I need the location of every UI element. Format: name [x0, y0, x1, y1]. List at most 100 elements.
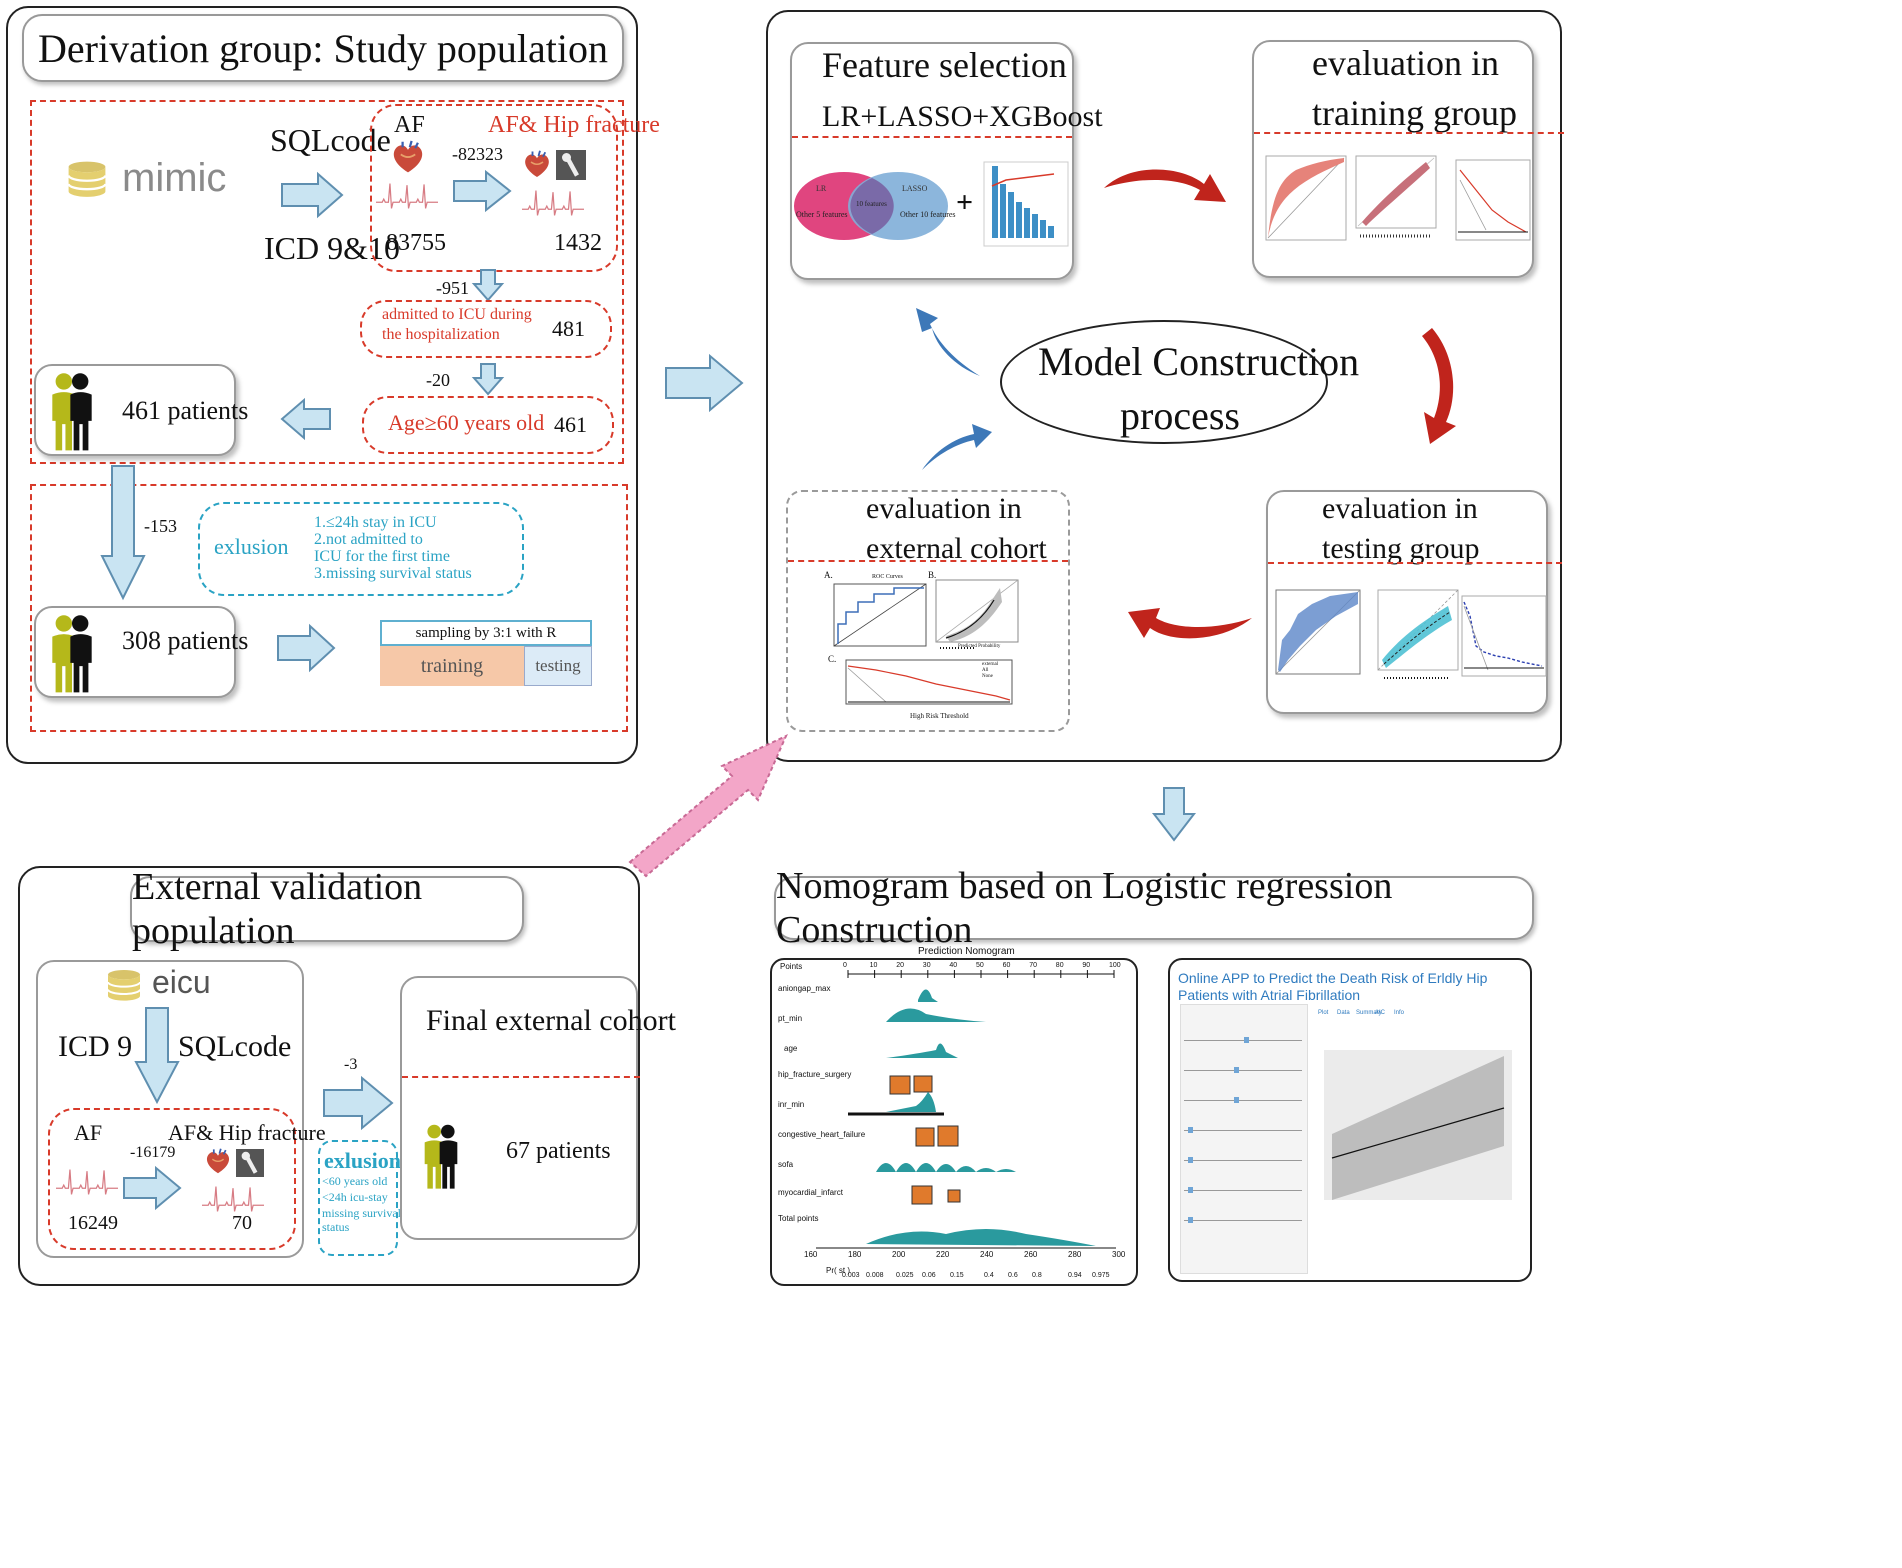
icu-line2: the hospitalization: [382, 326, 500, 343]
app-tab[interactable]: Summary: [1356, 1010, 1382, 1016]
points-tick-label: 60: [1002, 962, 1011, 969]
mimic-label: mimic: [122, 156, 227, 200]
ecg-icon-3: [56, 1165, 118, 1199]
total-tick-label: 200: [892, 1250, 906, 1259]
external-sqlcode-label: SQLcode: [178, 1030, 292, 1063]
arrow-right-model: [665, 353, 744, 413]
app-slider[interactable]: [1184, 1070, 1302, 1071]
app-title: Online APP to Predict the Death Risk of …: [1178, 970, 1488, 1003]
nomogram-image-box: [770, 958, 1138, 1286]
points-tick-label: 10: [869, 962, 878, 969]
age-label: Age≥60 years old: [388, 410, 545, 435]
venn-right: Other 10 features: [900, 210, 956, 219]
nomogram-row-label: pt_min: [778, 1014, 803, 1023]
testing-cell: testing: [524, 646, 592, 686]
external-ex-3: missing survival: [322, 1206, 402, 1220]
prob-tick-label: 0.06: [922, 1272, 936, 1279]
final-cohort-label: Final external cohort: [426, 1004, 676, 1037]
nomogram-row-label: sofa: [778, 1160, 794, 1169]
arrow-right-af: [453, 169, 512, 213]
minus-951: -951: [436, 278, 469, 298]
age-box: [362, 396, 614, 454]
external-pred-label: Predicted Probability: [958, 644, 1001, 649]
points-tick-label: 20: [896, 962, 904, 969]
ecg-icon: [376, 179, 438, 213]
testing-calibration-chart: [1377, 589, 1459, 679]
app-slider-handle[interactable]: [1188, 1157, 1193, 1163]
arrow-right-sampling: [277, 623, 336, 673]
external-ex-1: <60 years old: [322, 1174, 388, 1188]
app-slider[interactable]: [1184, 1100, 1302, 1101]
minus-16179: -16179: [130, 1144, 176, 1161]
eicu-label: eicu: [152, 964, 211, 1000]
external-eval-box: [786, 490, 1070, 732]
app-prediction-plot: [1331, 1056, 1505, 1200]
icd9-label: ICD 9: [58, 1030, 133, 1063]
app-slider-handle[interactable]: [1234, 1097, 1239, 1103]
points-tick-label: 30: [922, 962, 931, 969]
xgboost-importance-chart: [983, 161, 1069, 247]
arrow-down-eicu: [134, 1007, 180, 1105]
femur-xray-icon: [556, 148, 586, 182]
app-slider[interactable]: [1184, 1190, 1302, 1191]
count-1432: 1432: [554, 230, 602, 256]
pink-dashed-arrow: [628, 733, 788, 878]
heart-icon: [392, 140, 424, 174]
app-tab[interactable]: Info: [1394, 1010, 1405, 1016]
nomogram-row-label: inr_min: [778, 1100, 805, 1109]
arrow-right-external-af: [123, 1165, 182, 1211]
blue-arrow-up-left: [916, 308, 980, 376]
app-slider-handle[interactable]: [1188, 1217, 1193, 1223]
prob-tick-label: 0.975: [1092, 1272, 1110, 1279]
prob-tick-label: 0.008: [866, 1272, 884, 1279]
minus-153: -153: [144, 516, 177, 536]
external-af-label: AF: [74, 1120, 103, 1145]
testing-roc-chart: [1275, 589, 1361, 675]
blue-arrow-up-right: [922, 424, 992, 470]
model-construction-line2: process: [1120, 393, 1240, 438]
training-eval-line2: training group: [1312, 93, 1517, 133]
nomogram-row-label: age: [784, 1044, 798, 1053]
app-tab[interactable]: AIC: [1375, 1010, 1386, 1016]
patients-461-label: 461 patients: [122, 396, 249, 425]
app-slider-handle[interactable]: [1244, 1037, 1249, 1043]
patients-67-label: 67 patients: [506, 1138, 611, 1164]
app-slider[interactable]: [1184, 1220, 1302, 1221]
app-slider-handle[interactable]: [1234, 1067, 1239, 1073]
app-slider-handle[interactable]: [1188, 1127, 1193, 1133]
points-tick-label: 90: [1082, 962, 1091, 969]
testing-divider: [1268, 562, 1562, 564]
exclusion-item-4: 3.missing survival status: [314, 565, 472, 582]
ecg-icon-2: [522, 186, 584, 220]
external-panel-b: B.: [928, 570, 937, 580]
testing-eval-line2: testing group: [1322, 532, 1480, 565]
venn-lasso: LASSO: [902, 184, 928, 193]
app-tab[interactable]: Data: [1337, 1010, 1350, 1016]
external-eval-line1: evaluation in: [866, 492, 1022, 525]
training-dca-chart: [1455, 159, 1531, 241]
app-slider-handle[interactable]: [1188, 1187, 1193, 1193]
derivation-upper-frame: [30, 100, 624, 464]
training-divider: [1254, 132, 1564, 134]
model-construction-ellipse: [1000, 320, 1328, 444]
app-slider[interactable]: [1184, 1130, 1302, 1131]
nomogram-row-label: congestive_heart_failure: [778, 1130, 866, 1139]
app-slider[interactable]: [1184, 1040, 1302, 1041]
points-tick-label: 50: [976, 962, 984, 969]
icu-box: [360, 300, 612, 358]
af-hip-label: AF& Hip fracture: [488, 112, 660, 138]
feature-subtitle: LR+LASSO+XGBoost: [822, 100, 1103, 133]
external-panel-a: A.: [824, 570, 833, 580]
external-af-box: [48, 1108, 296, 1250]
app-tab[interactable]: Plot: [1318, 1010, 1329, 1016]
total-tick-label: 180: [848, 1250, 862, 1259]
app-slider[interactable]: [1184, 1160, 1302, 1161]
derivation-title-box: Derivation group: Study population: [22, 14, 624, 82]
testing-label: testing: [535, 656, 581, 675]
prob-tick-label: 0.94: [1068, 1272, 1082, 1279]
external-calibration-chart: [935, 579, 1019, 649]
feature-title: Feature selection: [822, 45, 1067, 85]
venn-mid: 10 features: [856, 200, 887, 208]
total-tick-label: 220: [936, 1250, 950, 1259]
red-arrow-right: [1422, 328, 1456, 444]
